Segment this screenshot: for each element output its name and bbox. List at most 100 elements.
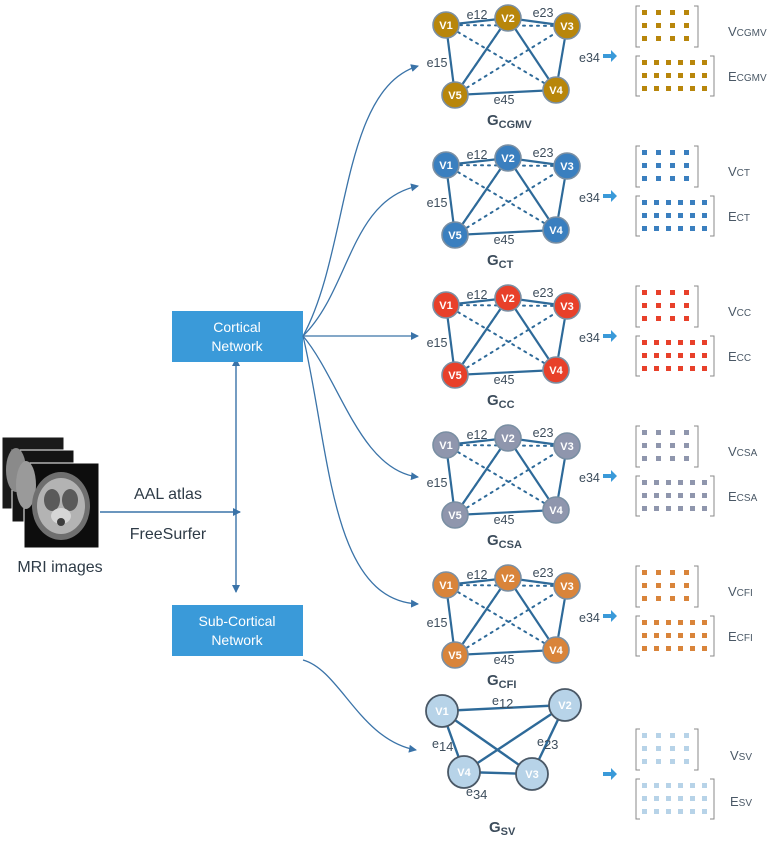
mri-image-stack	[1, 436, 100, 549]
vertex-matrix-cell	[670, 10, 675, 15]
node-label: V4	[549, 85, 563, 97]
edge-matrix-cell	[654, 480, 659, 485]
edge-label-e34: e34	[579, 611, 600, 625]
edge	[454, 297, 509, 376]
vertex-matrix-bracket-right	[694, 425, 699, 468]
edge-matrix-cell	[690, 809, 695, 814]
edge-matrix-cell	[654, 86, 659, 91]
node-v2	[548, 688, 582, 722]
edge-matrix-cell	[690, 73, 695, 78]
matrix-arrow	[603, 190, 617, 202]
dotted-edge	[445, 164, 557, 231]
edge-matrix-cell	[702, 73, 707, 78]
vertex-matrix-cell	[684, 456, 689, 461]
node-v2	[494, 564, 522, 592]
edge-matrix-cell	[702, 340, 707, 345]
node-v1	[432, 151, 460, 179]
cortical-network-line2: Network	[211, 338, 263, 354]
edge-label-e23: e23	[533, 286, 554, 300]
matrix-arrow	[603, 50, 617, 62]
edge-matrix-cell	[642, 60, 647, 65]
edge-label-e15: e15	[427, 616, 448, 630]
vertex-matrix-cell	[656, 10, 661, 15]
edge-matrix-cell	[654, 73, 659, 78]
vertex-matrix-bracket-right	[694, 728, 699, 771]
edge-matrix-cell	[702, 809, 707, 814]
vertex-matrix-cell	[656, 176, 661, 181]
vertex-matrix-cell	[656, 570, 661, 575]
edge-matrix-cell	[678, 493, 683, 498]
freesurfer-label: FreeSurfer	[130, 526, 207, 543]
vertex-matrix-cell	[656, 23, 661, 28]
vertex-matrix-cell	[656, 583, 661, 588]
dotted-edge	[445, 304, 568, 307]
edge-matrix-label: ECT	[728, 209, 750, 224]
edge-matrix-label: ESV	[730, 794, 752, 809]
vertex-matrix-cell	[684, 316, 689, 321]
edge-matrix-bracket-left	[635, 335, 640, 377]
node-v2	[494, 424, 522, 452]
edge-matrix-cell	[678, 213, 683, 218]
edge-matrix-cell	[666, 366, 671, 371]
edge-matrix-cell	[666, 809, 671, 814]
node-v3	[515, 757, 549, 791]
dotted-edge	[445, 164, 568, 167]
edge-label-e12: e12	[467, 8, 488, 22]
edge-matrix-cell	[690, 366, 695, 371]
vertex-matrix-bracket-left	[635, 728, 640, 771]
edge-matrix-cell	[690, 226, 695, 231]
node-v4	[542, 216, 570, 244]
subcortical-arrow	[302, 659, 417, 753]
edge-matrix-cell	[642, 809, 647, 814]
node-v2	[494, 144, 522, 172]
vertex-matrix-label: VCSA	[728, 444, 758, 459]
dotted-edge	[454, 585, 568, 656]
node-v4	[542, 496, 570, 524]
node-label: V1	[439, 440, 452, 452]
edge-label-e34: e34	[466, 785, 487, 802]
aal-atlas-label: AAL atlas	[134, 486, 202, 503]
vertex-matrix-cell	[684, 163, 689, 168]
vertex-matrix-label: VCFI	[728, 584, 753, 599]
edge-matrix-cell	[678, 73, 683, 78]
edge-matrix-cell	[702, 493, 707, 498]
vertex-matrix-cell	[670, 163, 675, 168]
edge-matrix-cell	[678, 620, 683, 625]
vertex-matrix-cell	[642, 176, 647, 181]
vertex-matrix-cell	[656, 746, 661, 751]
vertex-matrix-cell	[670, 176, 675, 181]
node-label: V3	[560, 581, 573, 593]
edge-matrix-cell	[702, 60, 707, 65]
vertex-matrix-cell	[684, 570, 689, 575]
vertex-matrix-cell	[642, 430, 647, 435]
edge-label-e23: e23	[533, 6, 554, 20]
vertex-matrix-cell	[670, 570, 675, 575]
edge-matrix-cell	[690, 506, 695, 511]
dotted-edge	[445, 24, 557, 91]
vertex-matrix-cell	[670, 36, 675, 41]
vertex-matrix-cell	[642, 596, 647, 601]
edge	[454, 17, 509, 96]
edge-label-e15: e15	[427, 476, 448, 490]
edge-label-e45: e45	[494, 373, 515, 387]
vertex-matrix-bracket-left	[635, 285, 640, 328]
edge-matrix-bracket-left	[635, 778, 640, 820]
node-v1	[425, 694, 459, 728]
edge-label-e23: e23	[533, 566, 554, 580]
edge	[454, 157, 509, 236]
node-v3	[553, 572, 581, 600]
edge-matrix-cell	[678, 60, 683, 65]
edge-matrix-cell	[690, 353, 695, 358]
vertex-matrix-cell	[670, 150, 675, 155]
node-v1	[432, 571, 460, 599]
node-label: V3	[560, 21, 573, 33]
dotted-edge	[445, 584, 557, 651]
vertex-matrix-cell	[684, 176, 689, 181]
edge-matrix-cell	[654, 633, 659, 638]
edge-matrix-cell	[642, 86, 647, 91]
edge-matrix-cell	[654, 213, 659, 218]
edge-matrix-cell	[690, 796, 695, 801]
dotted-edge	[454, 445, 568, 516]
edge-matrix-cell	[666, 213, 671, 218]
